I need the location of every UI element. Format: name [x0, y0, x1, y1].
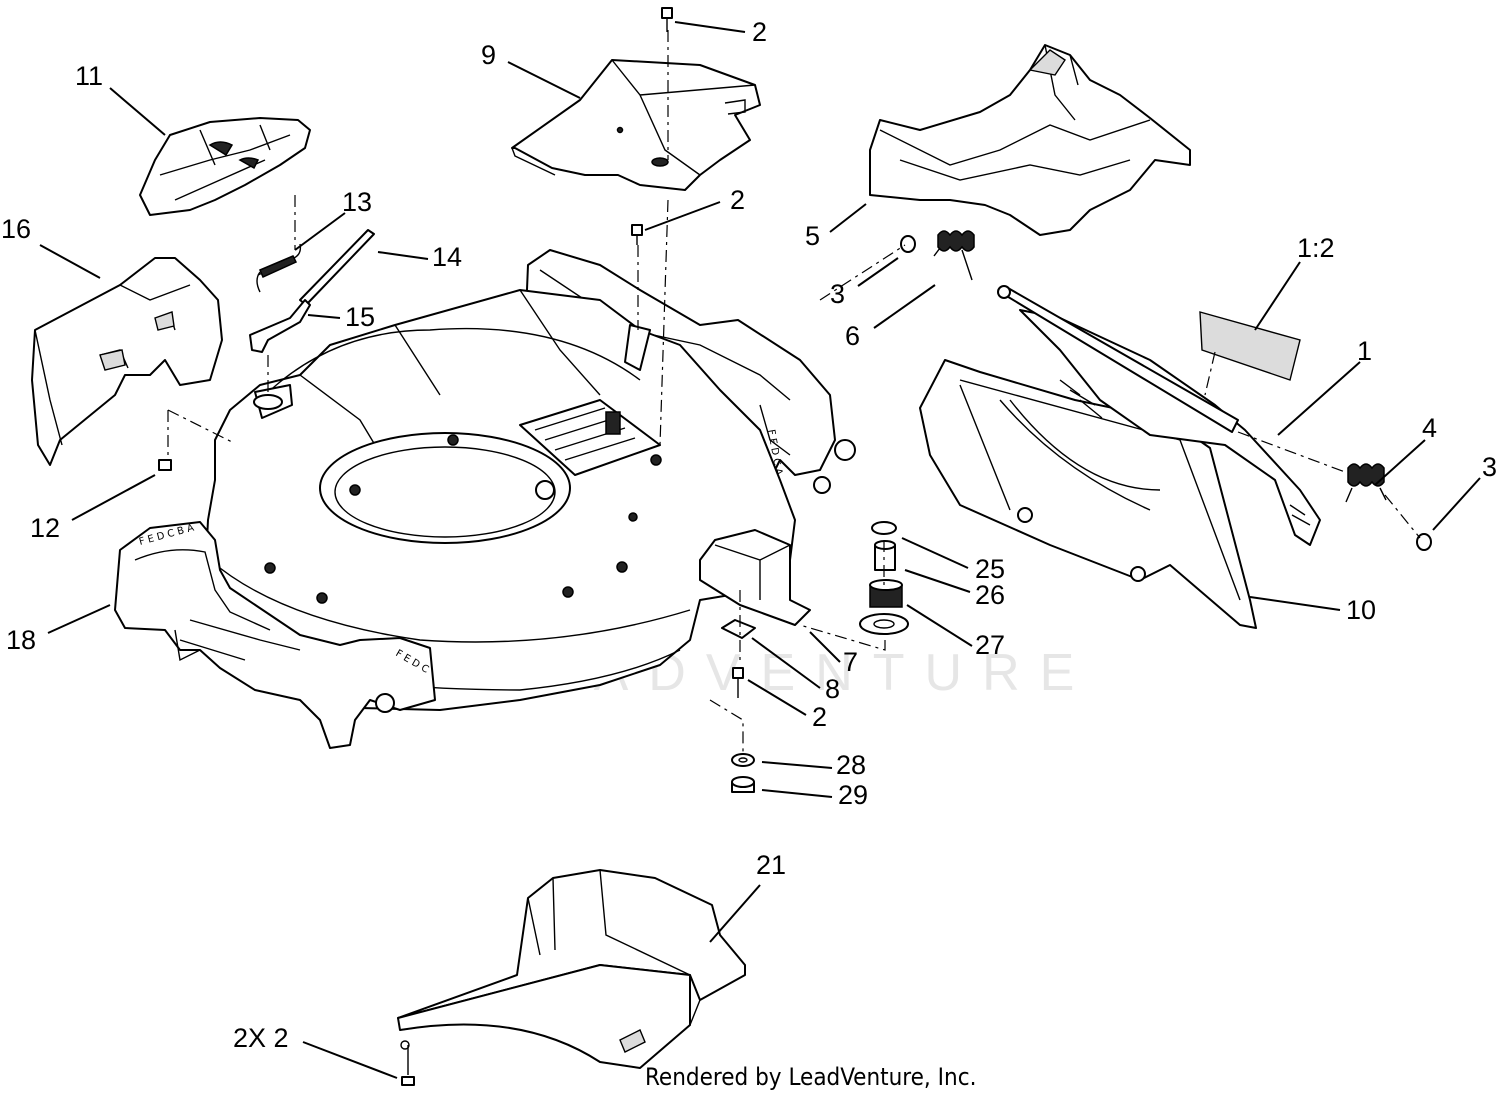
part-9-top-plate [511, 59, 761, 191]
callouts: 2 9 11 13 2 5 16 14 15 3 1:2 6 1 4 3 12 … [1, 17, 1497, 1053]
part-13-spring [256, 243, 302, 293]
callout-9: 9 [481, 40, 496, 70]
part-21-deflector [397, 869, 746, 1086]
callout-26: 26 [975, 580, 1005, 610]
callout-12: 12 [30, 513, 60, 543]
callout-1: 1 [1357, 336, 1372, 366]
callout-6: 6 [845, 321, 860, 351]
callout-5: 5 [805, 221, 820, 251]
callout-13: 13 [342, 187, 372, 217]
part-18-front-skirt: F E D C B A F E D C [114, 521, 436, 749]
callout-8: 8 [825, 674, 840, 704]
part-15-latch [249, 299, 311, 353]
part-28-washer [731, 753, 755, 767]
callout-2: 2 [730, 185, 745, 215]
part-1-door [997, 285, 1321, 546]
callout-3: 3 [1482, 452, 1497, 482]
part-4-spring [1345, 463, 1387, 503]
callout-25: 25 [975, 554, 1005, 584]
callout-18: 18 [6, 625, 36, 655]
callout-2: 2 [812, 702, 827, 732]
leader-lines [39, 21, 1481, 1079]
screw-2-low [732, 667, 744, 698]
callout-29: 29 [838, 780, 868, 810]
part-6-spring [933, 230, 975, 281]
callout-7: 7 [843, 647, 858, 677]
part-26-bushing [874, 540, 896, 571]
deck-housing: F E D C A [204, 249, 856, 711]
credit-text: Rendered by LeadVenture, Inc. [645, 1063, 976, 1091]
callout-10: 10 [1346, 595, 1376, 625]
callout-27: 27 [975, 630, 1005, 660]
part-25-washer [871, 521, 897, 535]
part-11-bracket-cover [139, 117, 311, 216]
callout-21: 21 [756, 850, 786, 880]
assembly-lines [167, 30, 1421, 752]
callout-4: 4 [1422, 413, 1437, 443]
callout-2: 2 [752, 17, 767, 47]
callout-1-2: 1:2 [1297, 233, 1335, 263]
part-5-rear-flap [869, 44, 1191, 236]
decal-1-2 [1199, 311, 1301, 381]
part-16-side-guard [31, 257, 223, 466]
callout-14: 14 [432, 242, 462, 272]
callout-3: 3 [830, 279, 845, 309]
screw-2-top [661, 7, 673, 32]
screw-2-mid [631, 224, 643, 245]
part-3-washer-right [1416, 533, 1432, 551]
callout-2x-2: 2X 2 [233, 1023, 289, 1053]
part-14-rod [299, 229, 375, 306]
callout-16: 16 [1, 214, 31, 244]
part-3-washer-left [900, 235, 916, 253]
screw-12 [158, 459, 172, 471]
part-7-bracket [699, 529, 811, 639]
callout-28: 28 [836, 750, 866, 780]
callout-11: 11 [75, 61, 103, 91]
callout-15: 15 [345, 302, 375, 332]
part-29-nut [731, 776, 755, 793]
part-27-gear [859, 579, 909, 635]
